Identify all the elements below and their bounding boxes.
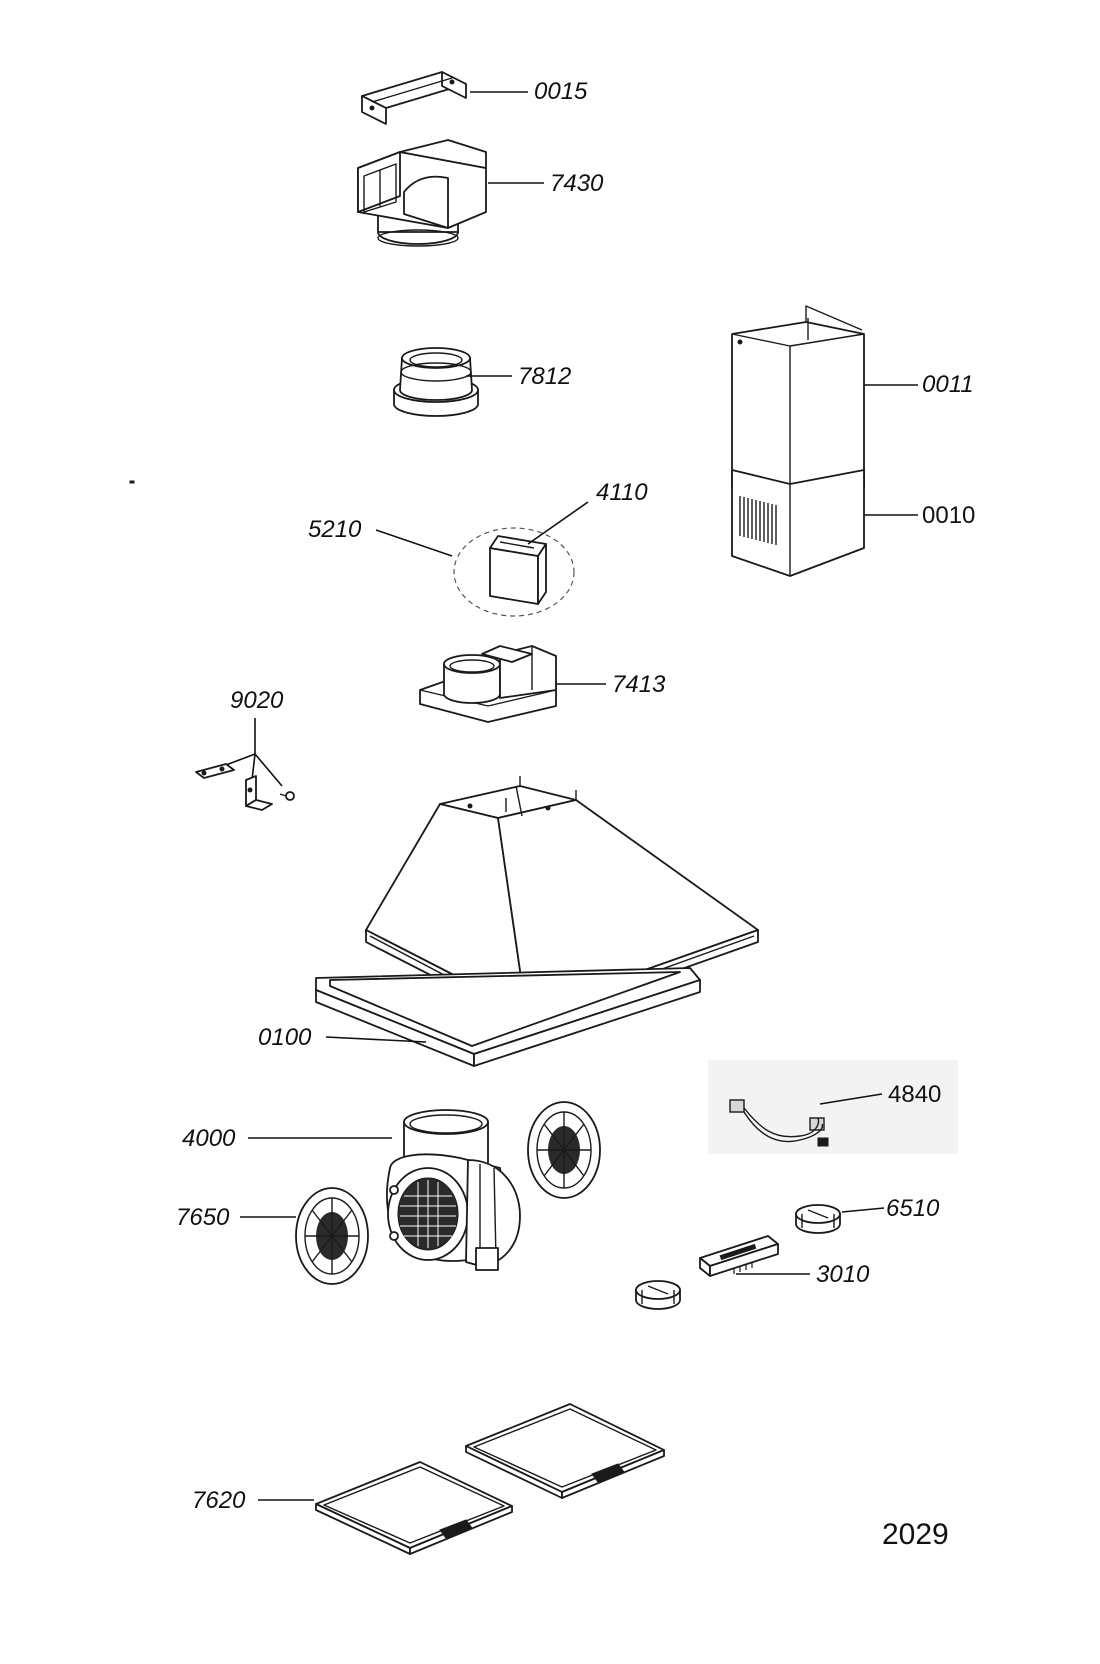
label-4110: 4110 <box>596 479 648 506</box>
label-3010: 3010 <box>816 1261 870 1288</box>
label-7620: 7620 <box>192 1487 246 1514</box>
part-0100-bottom-frame <box>315 967 701 1067</box>
label-7812: 7812 <box>518 363 571 390</box>
vent-grille <box>739 496 777 545</box>
part-3010-control-switch <box>699 1235 779 1277</box>
part-7620-grease-filter-rear <box>465 1403 665 1499</box>
part-7650-side-cover-right <box>527 1101 601 1199</box>
part-7430-duct-adapter <box>357 139 487 247</box>
label-7430: 7430 <box>550 170 604 197</box>
label-0015: 0015 <box>534 78 588 105</box>
label-4840: 4840 <box>888 1081 941 1108</box>
part-7650-side-cover-left <box>295 1187 369 1285</box>
part-4110-carbon-filter <box>489 535 547 605</box>
label-9020: 9020 <box>230 687 284 714</box>
part-7812-collar <box>393 347 479 417</box>
label-7413: 7413 <box>612 671 666 698</box>
part-4000-motor-blower <box>386 1109 521 1271</box>
part-6510-knob-upper <box>795 1204 841 1234</box>
stray-mark <box>129 480 135 484</box>
label-4000: 4000 <box>182 1125 236 1152</box>
part-7413-mount-plate <box>419 645 557 723</box>
label-6510: 6510 <box>886 1195 940 1222</box>
label-7650: 7650 <box>176 1204 230 1231</box>
part-7620-grease-filter-front <box>315 1461 513 1555</box>
leader-4110 <box>527 501 589 545</box>
leader-6510 <box>841 1207 885 1213</box>
leader-9020 <box>217 718 283 787</box>
leader-4840 <box>819 1093 883 1105</box>
drawing-number: 2029 <box>882 1518 949 1551</box>
part-4840-wiring-harness <box>708 1060 958 1154</box>
part-9020-hardware-kit <box>195 763 295 811</box>
part-0011-upper-chimney <box>731 305 865 501</box>
leader-0100 <box>325 1036 427 1043</box>
label-0100: 0100 <box>258 1024 312 1051</box>
label-0011: 0011 <box>922 371 974 398</box>
part-0010-lower-chimney <box>731 469 865 577</box>
filter-group-outline <box>453 527 575 617</box>
part-0015-bracket <box>361 71 467 125</box>
label-0010: 0010 <box>922 502 975 529</box>
leader-5210 <box>375 529 453 557</box>
part-6510-knob-lower <box>635 1280 681 1310</box>
label-5210: 5210 <box>308 516 362 543</box>
